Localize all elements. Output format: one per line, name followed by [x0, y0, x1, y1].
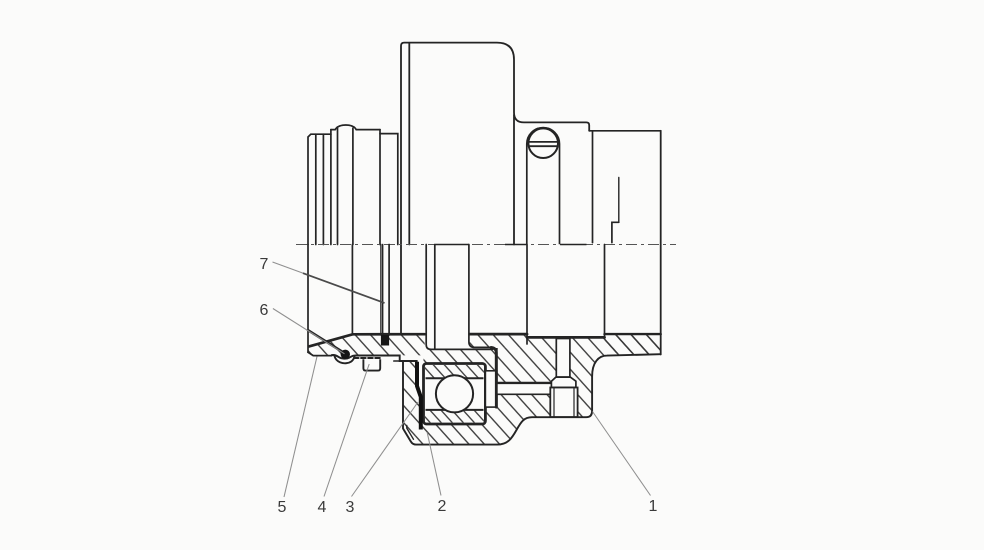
svg-text:6: 6	[260, 302, 269, 319]
svg-text:4: 4	[318, 499, 327, 516]
svg-text:7: 7	[260, 256, 269, 273]
svg-text:1: 1	[649, 498, 658, 515]
svg-text:5: 5	[278, 499, 287, 516]
svg-text:3: 3	[346, 499, 355, 516]
svg-text:2: 2	[438, 498, 447, 515]
